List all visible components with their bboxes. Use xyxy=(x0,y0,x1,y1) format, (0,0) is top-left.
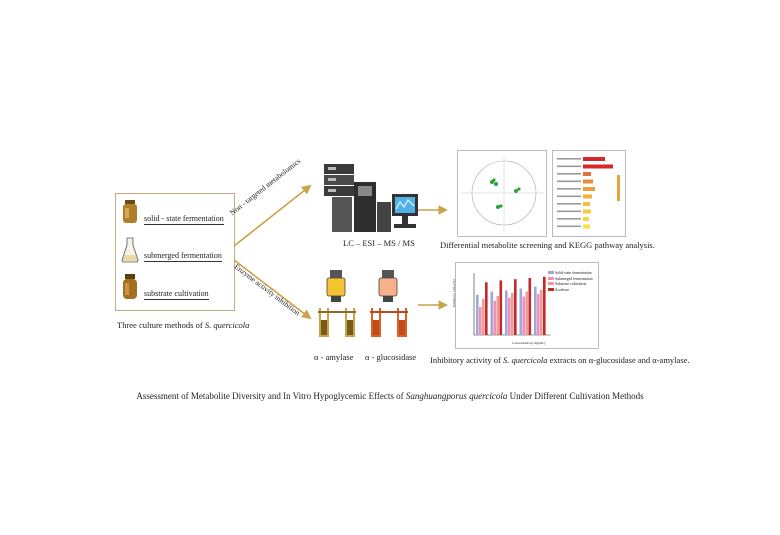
culture-item-2: submerged fermentation xyxy=(144,251,222,262)
alpha-glucosidase-icon xyxy=(370,270,408,337)
jar-icon xyxy=(123,200,137,223)
kegg-bar xyxy=(583,202,590,206)
bar xyxy=(511,292,514,335)
kegg-label-line xyxy=(557,195,581,198)
bar xyxy=(525,291,529,335)
upper-arrow-label: Non - targeted metabolomics xyxy=(228,156,303,218)
legend-item: Acarbose xyxy=(548,287,593,294)
kegg-label-line xyxy=(557,180,581,183)
bar xyxy=(522,296,526,335)
kegg-label-line xyxy=(557,165,581,168)
cultivation-bag-icon xyxy=(123,274,137,299)
kegg-bar xyxy=(583,179,593,184)
bar xyxy=(479,307,482,335)
bar xyxy=(540,289,543,335)
glucosidase-label: α - glucosidase xyxy=(365,352,417,362)
bar xyxy=(514,279,517,335)
bar xyxy=(485,282,488,335)
kegg-bar xyxy=(583,172,591,176)
bar xyxy=(534,286,537,335)
instrument-label: LC – ESI – MS / MS xyxy=(343,238,415,248)
bar xyxy=(493,300,497,335)
lc-ms-instrument-icon xyxy=(324,164,418,232)
culture-item-3: substrate cultivation xyxy=(144,289,209,300)
chart-ylabel: Inhibitory rates (%) xyxy=(452,279,456,307)
legend-item: Substrate cultivation xyxy=(548,282,593,288)
kegg-bar xyxy=(583,187,595,191)
inhibition-bars xyxy=(473,273,551,336)
amylase-label: α - amylase xyxy=(314,352,354,362)
upper-result-caption: Differential metabolite screening and KE… xyxy=(440,240,655,250)
kegg-bars xyxy=(557,157,620,229)
bar xyxy=(496,295,500,335)
bar xyxy=(508,297,511,335)
legend-item: Solid-state fermentation xyxy=(548,271,593,277)
diagram-title: Assessment of Metabolite Diversity and I… xyxy=(136,391,644,401)
culture-caption: Three culture methods of S. quercicola xyxy=(117,320,250,330)
kegg-bar xyxy=(583,209,591,214)
alpha-amylase-icon xyxy=(318,270,356,337)
legend-item: Submerged fermentation xyxy=(548,276,593,283)
kegg-colorbar xyxy=(617,175,620,201)
bar xyxy=(499,280,503,335)
pca-plot xyxy=(457,150,547,237)
pca-scatter xyxy=(462,155,544,233)
kegg-label-line xyxy=(557,210,581,213)
bar xyxy=(490,291,494,335)
kegg-plot xyxy=(552,150,626,237)
lower-arrow-label: Enzyme activity inhibition xyxy=(232,262,302,318)
kegg-bar xyxy=(583,157,605,161)
kegg-bar xyxy=(583,194,592,199)
kegg-label-line xyxy=(557,225,581,228)
kegg-label-line xyxy=(557,173,581,175)
bar xyxy=(528,277,532,335)
inhibition-chart: Solid-state fermentation Submerged ferme… xyxy=(452,262,599,349)
bar xyxy=(482,299,485,335)
chart-xlabel: Concentration( mg/mL) xyxy=(512,341,546,345)
bar xyxy=(519,288,523,335)
kegg-label-line xyxy=(557,218,581,220)
chart-legend: Solid-state fermentation Submerged ferme… xyxy=(548,271,593,293)
kegg-label-line xyxy=(557,158,581,160)
kegg-bar xyxy=(583,224,590,229)
kegg-label-line xyxy=(557,203,581,205)
bar xyxy=(476,294,479,335)
bar xyxy=(537,294,540,335)
kegg-bar xyxy=(583,217,589,221)
kegg-label-line xyxy=(557,188,581,190)
culture-methods-box: solid - state fermentation submerged fer… xyxy=(115,193,235,311)
bar xyxy=(505,290,508,335)
lower-result-caption: Inhibitory activity of S. quercicola ext… xyxy=(430,355,690,365)
culture-item-1: solid - state fermentation xyxy=(144,214,224,225)
kegg-bar xyxy=(583,164,613,169)
bar xyxy=(543,276,546,335)
flask-icon xyxy=(121,237,139,263)
